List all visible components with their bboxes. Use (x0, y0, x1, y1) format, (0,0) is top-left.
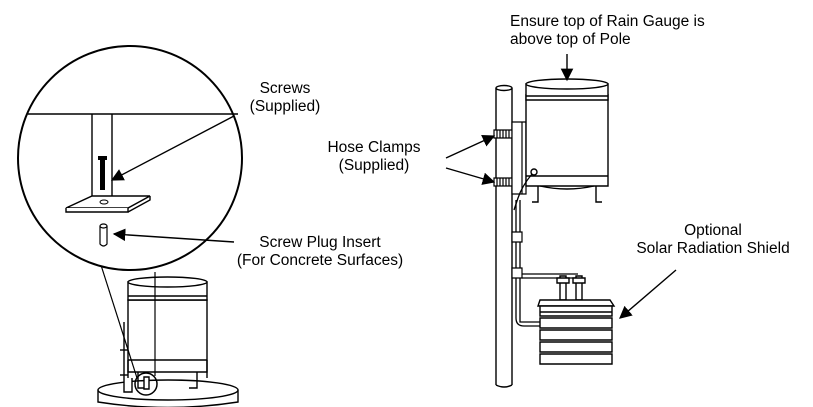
screw (98, 156, 107, 190)
left-arrows (110, 116, 234, 242)
clamp-arrow-bottom (446, 168, 496, 185)
solar-radiation-shield (538, 276, 614, 364)
screw-plug-label-line1: Screw Plug Insert (259, 234, 381, 251)
screw-plug-label: Screw Plug Insert (For Concrete Surfaces… (228, 234, 412, 270)
clamp-arrow-top (446, 134, 496, 158)
ensure-top-label: Ensure top of Rain Gauge is above top of… (510, 13, 705, 49)
screws-label-line1: Screws (259, 80, 311, 97)
hose-clamps-label-line1: Hose Clamps (327, 139, 421, 156)
screw-plug-insert (100, 224, 107, 246)
screws-label: Screws (Supplied) (230, 80, 340, 116)
gauge-bracket (512, 122, 526, 194)
plug-arrow (112, 228, 234, 242)
screws-label-line2: (Supplied) (249, 98, 321, 115)
ensure-top-label-line1: Ensure top of Rain Gauge is (510, 13, 705, 30)
rain-gauge-on-pole (526, 79, 608, 202)
shield-u-bolts (512, 232, 578, 278)
solar-shield-label: Optional Solar Radiation Shield (618, 222, 808, 258)
rain-gauge-on-base (98, 277, 238, 407)
solar-shield-label-line2: Solar Radiation Shield (636, 240, 790, 257)
right-arrows (446, 54, 676, 319)
shield-arrow (619, 270, 676, 319)
screw-plug-label-line2: (For Concrete Surfaces) (236, 252, 404, 269)
ensure-top-label-line2: above top of Pole (510, 31, 631, 48)
detail-magnifier (18, 46, 242, 270)
magnifier-leaders (100, 262, 155, 378)
hose-clamps-label: Hose Clamps (Supplied) (304, 139, 444, 175)
cables (514, 174, 542, 326)
screws-arrow (110, 116, 234, 180)
hose-clamps-label-line2: (Supplied) (338, 157, 410, 174)
solar-shield-label-line1: Optional (684, 222, 742, 239)
